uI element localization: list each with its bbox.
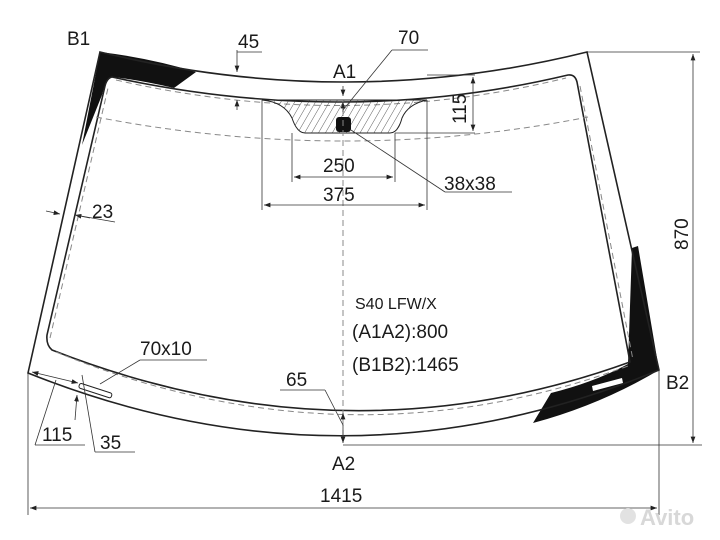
dim-sensor-area-height: 115 [450, 94, 471, 124]
model-code: S40 LFW/X [355, 296, 437, 313]
dim-side-band: 23 [92, 202, 113, 223]
vin-window-left [78, 383, 113, 399]
point-b1-label: B1 [67, 29, 90, 50]
dim-top-band: 45 [238, 32, 259, 53]
vin-slot-right [592, 378, 623, 391]
dim-sensor-inner-width: 250 [323, 156, 355, 177]
point-a2-label: A2 [332, 454, 355, 475]
dim-vin-offset: 115 [42, 425, 72, 446]
avito-watermark: Avito [640, 505, 694, 530]
a1a2-value: (A1A2):800 [352, 322, 448, 343]
dim-bottom-band: 65 [286, 370, 307, 391]
point-b2-label: B2 [666, 373, 689, 394]
dim-height: 870 [672, 218, 693, 250]
dim-sensor-size: 38x38 [444, 174, 496, 195]
dim-sensor-outer-width: 375 [323, 185, 355, 206]
dim-to-sensor: 70 [398, 28, 419, 49]
black-band-top-left [82, 52, 196, 145]
b1b2-value: (B1B2):1465 [352, 355, 459, 376]
dimension-lines [27, 49, 702, 515]
point-a1-label: A1 [333, 62, 356, 83]
dim-vin-edge: 35 [100, 433, 121, 454]
dim-vin-window: 70x10 [140, 339, 192, 360]
glass-outer-edge [27, 51, 660, 437]
sensor-area [261, 99, 428, 134]
avito-logo-icon [620, 508, 636, 524]
black-band-bottom-right [533, 246, 659, 423]
dim-width: 1415 [320, 486, 362, 507]
